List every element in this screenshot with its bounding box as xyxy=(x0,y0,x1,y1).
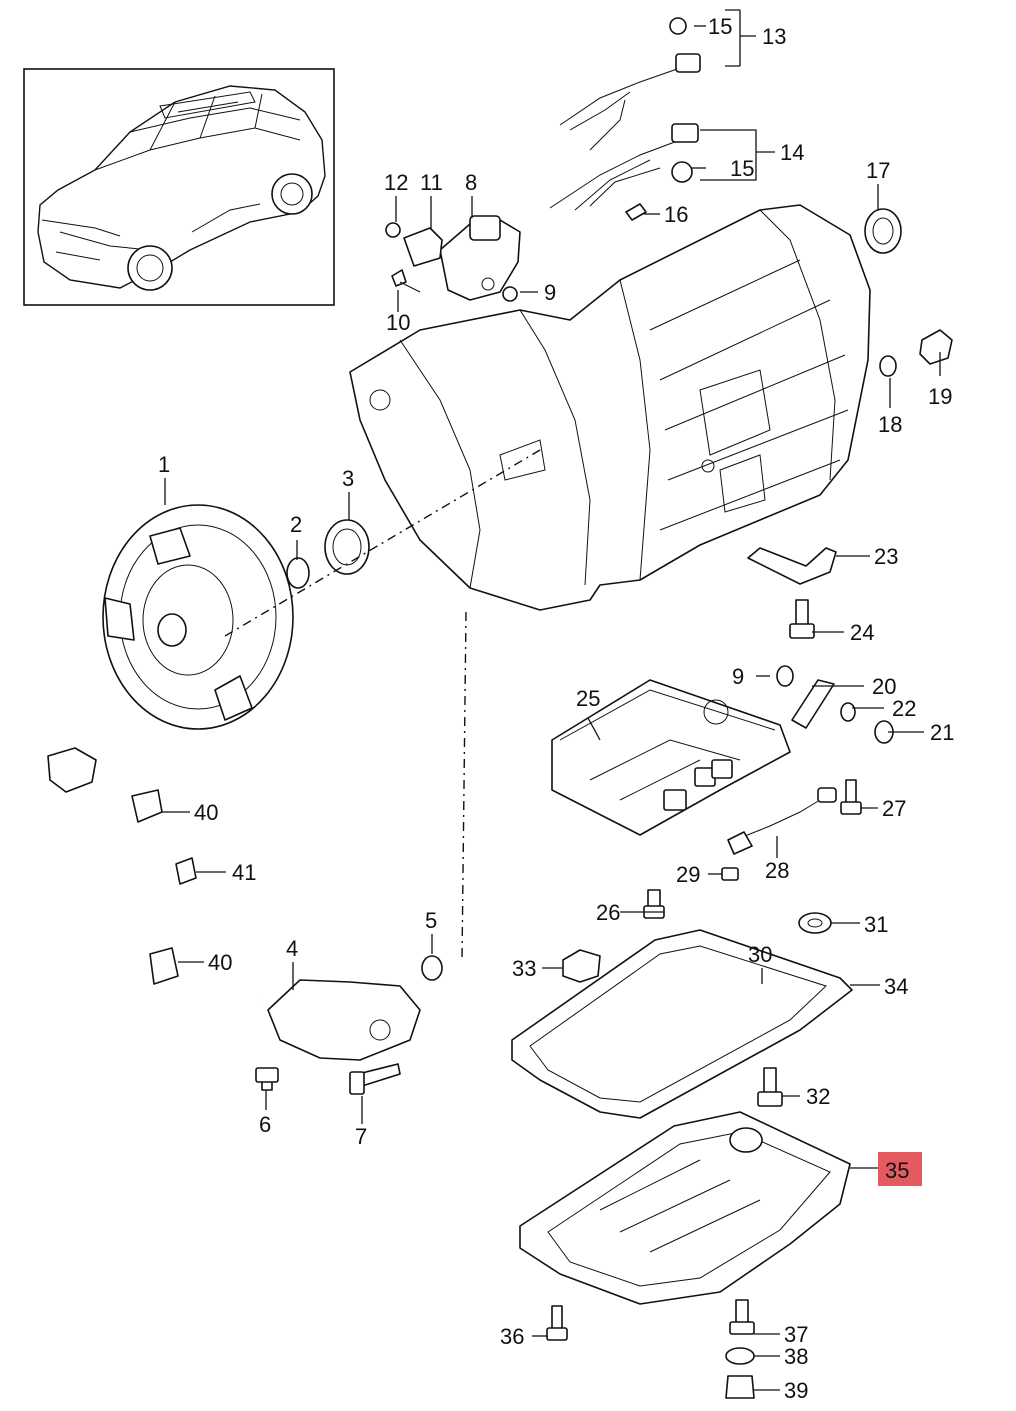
callout-label-highlighted[interactable]: 35 xyxy=(885,1158,909,1183)
callout-label[interactable]: 6 xyxy=(259,1112,271,1137)
callout-label[interactable]: 40 xyxy=(194,800,218,825)
callout-label[interactable]: 11 xyxy=(420,170,443,195)
valve-body xyxy=(551,679,791,836)
callout-label[interactable]: 14 xyxy=(780,140,804,165)
internal-wiring-harness xyxy=(549,17,701,221)
callout-label[interactable]: 24 xyxy=(850,620,874,645)
callout-label[interactable]: 27 xyxy=(882,796,906,821)
highlight-box xyxy=(878,1152,922,1186)
callout-label[interactable]: 29 xyxy=(676,862,700,887)
callout-label[interactable]: 15 xyxy=(730,156,754,181)
callout-label[interactable]: 5 xyxy=(425,908,437,933)
oil-pan xyxy=(519,1111,851,1305)
callout-label[interactable]: 30 xyxy=(748,942,772,967)
callout-label[interactable]: 33 xyxy=(512,956,536,981)
vehicle-thumbnail xyxy=(23,68,335,306)
callout-label[interactable]: 18 xyxy=(878,412,902,437)
pan-fasteners xyxy=(546,1299,755,1399)
callout-label[interactable]: 22 xyxy=(892,696,916,721)
torque-converter xyxy=(102,504,294,730)
callout-label[interactable]: 12 xyxy=(384,170,408,195)
shaft-seal-3 xyxy=(324,519,370,575)
callout-label[interactable]: 19 xyxy=(928,384,952,409)
side-seal-and-plug xyxy=(864,208,953,377)
callout-label[interactable]: 23 xyxy=(874,544,898,569)
seal-ring-2 xyxy=(286,557,310,589)
callout-label[interactable]: 10 xyxy=(386,310,410,335)
callout-label[interactable]: 16 xyxy=(664,202,688,227)
callout-label[interactable]: 37 xyxy=(784,1322,808,1347)
callout-label[interactable]: 40 xyxy=(208,950,232,975)
valve-body-fasteners xyxy=(643,779,862,919)
callout-label[interactable]: 15 xyxy=(708,14,732,39)
callout-label[interactable]: 28 xyxy=(765,858,789,883)
filter-bolt xyxy=(757,1067,783,1107)
external-harness-and-actuator xyxy=(47,747,443,1095)
callout-label[interactable]: 4 xyxy=(286,936,298,961)
transmission-housing xyxy=(349,204,871,611)
callout-label[interactable]: 41 xyxy=(232,860,256,885)
callout-label[interactable]: 13 xyxy=(762,24,786,49)
callout-label[interactable]: 20 xyxy=(872,674,896,699)
callout-label[interactable]: 25 xyxy=(576,686,600,711)
callout-label[interactable]: 38 xyxy=(784,1344,808,1369)
callout-label[interactable]: 9 xyxy=(544,280,556,305)
callout-label[interactable]: 17 xyxy=(866,158,890,183)
callout-labels: 1 2 3 4 5 6 7 8 9 9 10 11 12 13 14 15 15… xyxy=(158,14,954,1403)
callout-label[interactable]: 3 xyxy=(342,466,354,491)
callout-label[interactable]: 39 xyxy=(784,1378,808,1403)
callout-label[interactable]: 9 xyxy=(732,664,744,689)
callout-label[interactable]: 21 xyxy=(930,720,954,745)
selector-switch-assembly xyxy=(385,215,521,302)
lever-assembly xyxy=(776,665,894,744)
callout-label[interactable]: 32 xyxy=(806,1084,830,1109)
callout-label[interactable]: 31 xyxy=(864,912,888,937)
oil-pan-gasket xyxy=(511,929,853,1119)
leader-lines xyxy=(162,9,941,1391)
callout-label[interactable]: 2 xyxy=(290,512,302,537)
callout-label[interactable]: 36 xyxy=(500,1324,524,1349)
shaft-centerline xyxy=(224,449,541,637)
pump-centerline xyxy=(461,611,467,961)
bracket-and-bolt xyxy=(747,547,837,639)
callout-label[interactable]: 8 xyxy=(465,170,477,195)
callout-label[interactable]: 26 xyxy=(596,900,620,925)
callout-label[interactable]: 7 xyxy=(355,1124,367,1149)
callout-label[interactable]: 34 xyxy=(884,974,908,999)
callout-label[interactable]: 1 xyxy=(158,452,170,477)
